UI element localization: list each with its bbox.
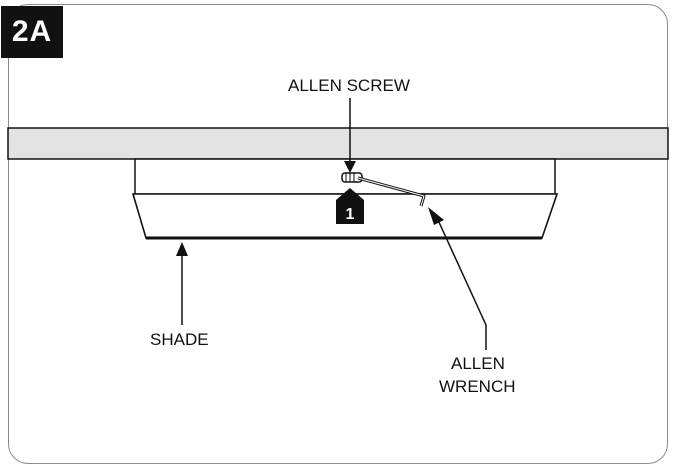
label-allen-wrench-line1: ALLEN: [451, 354, 505, 373]
allen-wrench-arrowhead: [428, 207, 444, 225]
allen-wrench-leader: [437, 219, 487, 350]
figure-id-badge: 2A: [1, 6, 63, 58]
ceiling: [7, 127, 669, 160]
fixture-illustration: 1: [7, 98, 669, 350]
label-shade: SHADE: [150, 330, 209, 349]
allen-screw: [341, 172, 363, 183]
label-allen-screw: ALLEN SCREW: [288, 76, 410, 95]
shade-arrowhead: [176, 242, 188, 256]
step-marker-1: 1: [336, 188, 364, 224]
step-marker-number: 1: [346, 206, 355, 223]
diagram-figure: 1 2A ALLEN SCREW SHADE ALLEN WRENCH: [1, 4, 669, 464]
allen-screw-arrowhead: [344, 161, 356, 173]
label-allen-wrench-line2: WRENCH: [439, 377, 516, 396]
